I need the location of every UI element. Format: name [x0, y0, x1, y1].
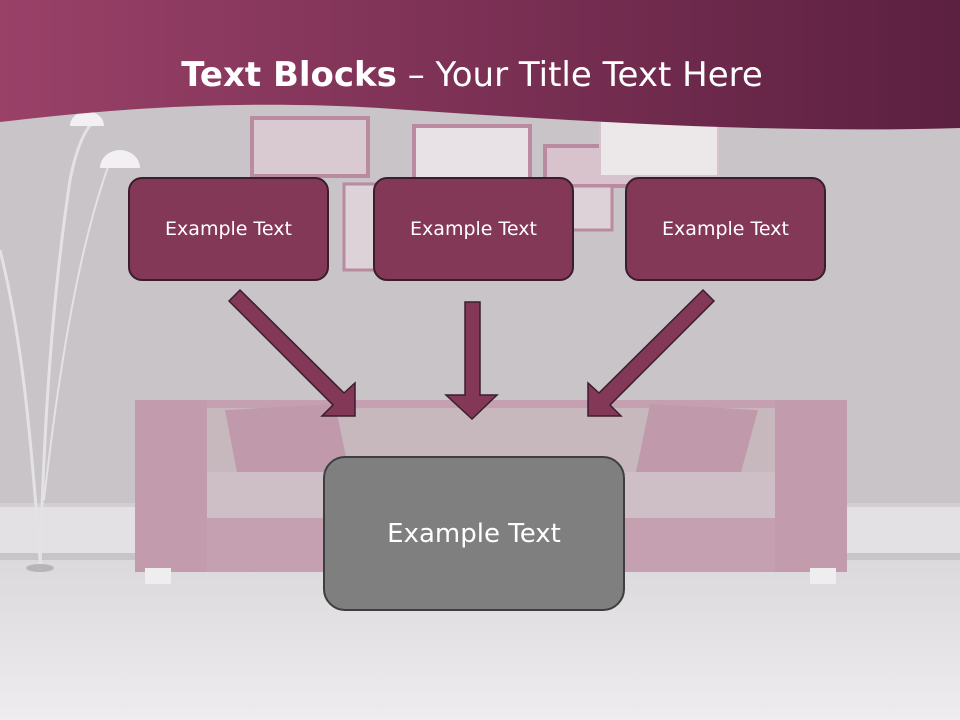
- title-rest: – Your Title Text Here: [396, 55, 763, 95]
- result-box-label: Example Text: [387, 518, 561, 549]
- text-box-1: Example Text: [128, 177, 329, 281]
- title-header-band: [0, 0, 960, 130]
- page-title: Text Blocks – Your Title Text Here: [0, 52, 944, 98]
- result-box: Example Text: [323, 456, 625, 611]
- text-box-1-label: Example Text: [165, 218, 292, 240]
- text-box-3-label: Example Text: [662, 218, 789, 240]
- text-box-2-label: Example Text: [410, 218, 537, 240]
- text-box-3: Example Text: [625, 177, 826, 281]
- title-bold: Text Blocks: [181, 55, 397, 95]
- floor-lamp-decoration: [0, 111, 140, 572]
- text-box-2: Example Text: [373, 177, 574, 281]
